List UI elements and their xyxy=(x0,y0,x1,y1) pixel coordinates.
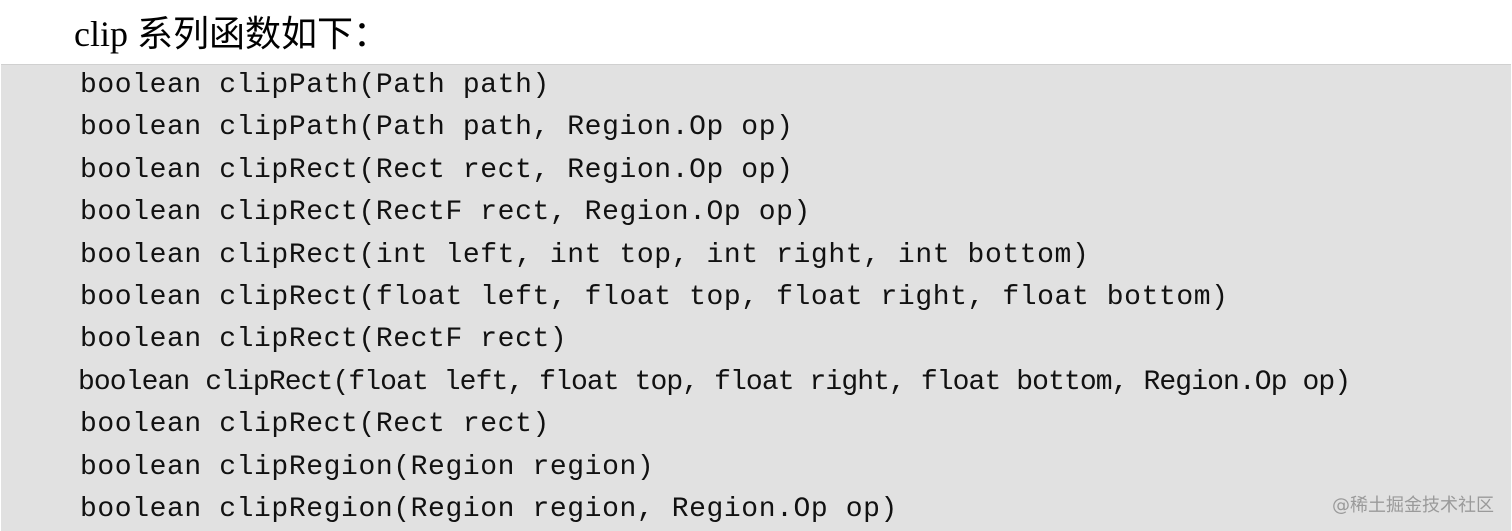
code-line: boolean clipRegion(Region region, Region… xyxy=(80,493,898,525)
code-block: boolean clipPath(Path path) boolean clip… xyxy=(1,64,1511,531)
code-line: boolean clipPath(Path path) xyxy=(80,70,550,101)
code-line: boolean clipRect(RectF rect) xyxy=(80,324,568,356)
code-line: boolean clipRect(float left, float top, … xyxy=(80,281,1229,313)
code-line: boolean clipRect(Rect rect) xyxy=(80,409,550,441)
code-line: boolean clipRect(RectF rect, Region.Op o… xyxy=(80,197,811,229)
code-line: boolean clipRect(Rect rect, Region.Op op… xyxy=(80,154,794,186)
code-line: boolean clipPath(Path path, Region.Op op… xyxy=(80,112,794,144)
section-heading: clip 系列函数如下： xyxy=(74,14,389,54)
code-lines: boolean clipPath(Path path) boolean clip… xyxy=(78,65,1351,531)
code-line: boolean clipRegion(Region region) xyxy=(80,451,655,483)
code-line: boolean clipRect(float left, float top, … xyxy=(78,366,1351,398)
code-line: boolean clipRect(int left, int top, int … xyxy=(80,239,1090,271)
watermark: @稀土掘金技术社区 xyxy=(1332,495,1494,516)
